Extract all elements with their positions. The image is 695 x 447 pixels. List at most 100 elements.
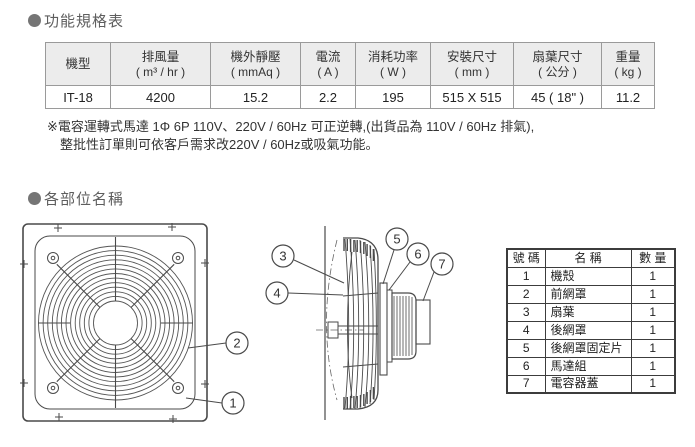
parts-row-5: 5 後網罩固定片 1 [506, 338, 676, 358]
frame-screw-marks [20, 223, 209, 423]
parts-row-3: 3 扇葉 1 [506, 302, 676, 322]
callout-1-leader [185, 397, 223, 404]
part-name: 馬達組 [544, 356, 632, 376]
spec-value-install-size: 515 X 515 [430, 85, 514, 109]
part-number: 6 [506, 356, 546, 376]
part-number: 2 [506, 284, 546, 304]
callout-5-leader [382, 249, 395, 285]
parts-header-qty: 數 量 [630, 248, 676, 268]
spec-header-static-pressure: 機外靜壓( mmAq ) [210, 42, 301, 86]
fan-frame-outer [22, 223, 208, 422]
spec-header-row: 機型 排風量( m³ / hr ) 機外靜壓( mmAq ) 電流( A ) 消… [45, 42, 655, 86]
parts-header-number: 號 碼 [506, 248, 546, 268]
motor-note-line1: ※電容運轉式馬達 1Φ 6P 110V、220V / 60Hz 可正逆轉,(出貨… [47, 119, 535, 134]
callout-2-circle [225, 331, 249, 355]
spec-value-model: IT-18 [45, 85, 111, 109]
rear-grille-bottom-hatch [343, 387, 375, 409]
part-number: 1 [506, 266, 546, 286]
spec-value-weight: 11.2 [601, 85, 655, 109]
panel-centerline-curve [326, 239, 338, 401]
spec-value-current: 2.2 [300, 85, 356, 109]
part-qty: 1 [630, 374, 676, 394]
spec-header-power: 消耗功率( W ) [355, 42, 431, 86]
spec-header-model: 機型 [45, 42, 111, 86]
fan-frame-inner [34, 235, 196, 410]
spec-value-static-pressure: 15.2 [210, 85, 301, 109]
parts-header-name: 名 稱 [544, 248, 632, 268]
callout-4-leader [287, 292, 344, 296]
spec-header-weight: 重量( kg ) [601, 42, 655, 86]
part-name: 電容器蓋 [544, 374, 632, 394]
spec-value-row: IT-18 4200 15.2 2.2 195 515 X 515 45 ( 1… [45, 85, 655, 109]
callout-2-leader [187, 342, 227, 349]
callout-4-number: 4 [273, 286, 280, 301]
part-qty: 1 [630, 356, 676, 376]
parts-row-7: 7 電容器蓋 1 [506, 374, 676, 394]
parts-row-6: 6 馬達組 1 [506, 356, 676, 376]
callout-7-circle [430, 252, 454, 276]
capacitor-cover [415, 299, 431, 345]
fan-side-view: 3 4 5 6 7 [265, 226, 454, 420]
part-qty: 1 [630, 266, 676, 286]
part-number: 3 [506, 302, 546, 322]
callout-1-circle [221, 391, 245, 415]
callout-7-leader [422, 271, 435, 302]
spec-header-airflow: 排風量( m³ / hr ) [110, 42, 211, 86]
callout-7-number: 7 [438, 257, 445, 272]
part-number: 4 [506, 320, 546, 340]
section-bullet-icon [28, 14, 41, 27]
spec-header-blade-size: 扇葉尺寸( 公分 ) [513, 42, 602, 86]
callout-1-number: 1 [229, 396, 236, 411]
fan-hub [327, 321, 378, 339]
callout-5-number: 5 [393, 232, 400, 247]
rear-grille-top-hatch [343, 239, 375, 261]
guard-fixing-plate [379, 282, 388, 376]
callout-6-leader [388, 261, 411, 291]
part-qty: 1 [630, 302, 676, 322]
motor-assembly [386, 289, 417, 363]
front-grille-spokes [38, 237, 193, 408]
motor-note-line2: 整批性訂單則可依客戶需求改220V / 60Hz或吸氣功能。 [60, 137, 379, 152]
callout-6-circle [406, 242, 430, 266]
parts-row-4: 4 後網罩 1 [506, 320, 676, 340]
part-qty: 1 [630, 338, 676, 358]
fan-blade-edges [342, 251, 379, 399]
parts-header-row: 號 碼 名 稱 數 量 [506, 248, 676, 268]
spec-value-blade-size: 45 ( 18" ) [513, 85, 602, 109]
fan-front-view: 2 1 [20, 223, 249, 423]
part-name: 後網罩固定片 [544, 338, 632, 358]
part-name: 機殼 [544, 266, 632, 286]
part-name: 前網罩 [544, 284, 632, 304]
spec-value-power: 195 [355, 85, 431, 109]
callout-6-number: 6 [414, 247, 421, 262]
part-qty: 1 [630, 320, 676, 340]
spec-table: 機型 排風量( m³ / hr ) 機外靜壓( mmAq ) 電流( A ) 消… [45, 42, 655, 109]
section-bullet-icon [28, 192, 41, 205]
spec-section-title-text: 功能規格表 [44, 13, 125, 30]
motor-note: ※電容運轉式馬達 1Φ 6P 110V、220V / 60Hz 可正逆轉,(出貨… [47, 118, 534, 154]
callout-2-number: 2 [233, 336, 240, 351]
parts-section-title-text: 各部位名稱 [44, 191, 125, 208]
spec-value-airflow: 4200 [110, 85, 211, 109]
spec-header-current: 電流( A ) [300, 42, 356, 86]
part-name: 後網罩 [544, 320, 632, 340]
spec-header-install-size: 安裝尺寸( mm ) [430, 42, 514, 86]
part-name: 扇葉 [544, 302, 632, 322]
fan-diagram: 2 1 [20, 223, 454, 423]
part-number: 7 [506, 374, 546, 394]
part-number: 5 [506, 338, 546, 358]
parts-section-title: 各部位名稱 [28, 188, 124, 209]
callout-3-number: 3 [279, 249, 286, 264]
parts-row-1: 1 機殼 1 [506, 266, 676, 286]
rear-grille-wires [344, 238, 377, 410]
callout-3-circle [271, 244, 295, 268]
front-grille-screws [47, 252, 184, 394]
callout-3-leader [293, 259, 345, 284]
rear-grille-outline [343, 237, 379, 410]
spec-section-title: 功能規格表 [28, 10, 124, 31]
callout-4-circle [265, 281, 289, 305]
part-qty: 1 [630, 284, 676, 304]
parts-table: 號 碼 名 稱 數 量 1 機殼 1 2 前網罩 1 3 扇葉 1 4 後網罩 … [506, 248, 676, 394]
parts-row-2: 2 前網罩 1 [506, 284, 676, 304]
